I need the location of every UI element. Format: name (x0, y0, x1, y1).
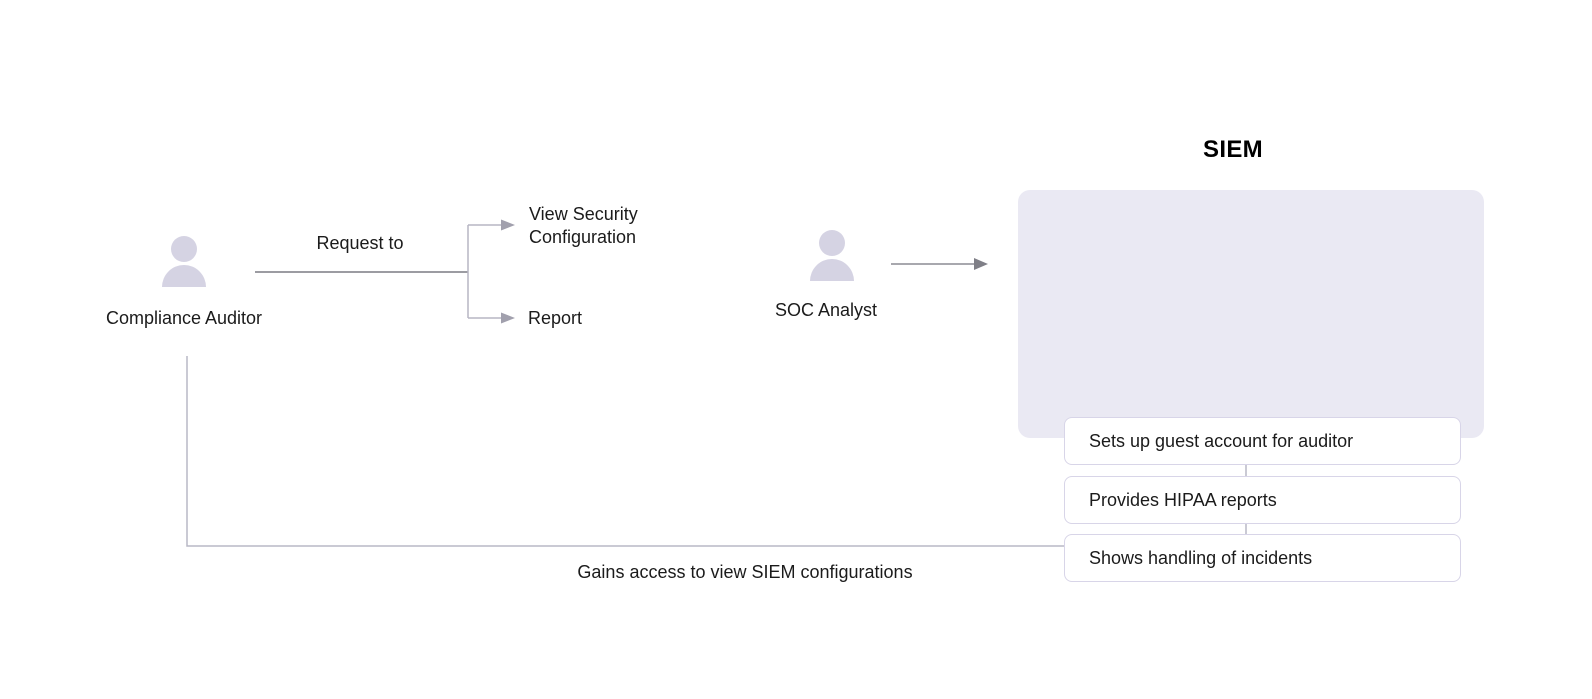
compliance-auditor-icon (161, 236, 207, 287)
compliance-auditor-label: Compliance Auditor (105, 308, 263, 328)
branch-bracket-line (467, 224, 501, 319)
person-head-icon (171, 236, 197, 262)
soc-analyst-label: SOC Analyst (774, 300, 878, 320)
arrowhead-right-icon (974, 258, 988, 270)
person-body-icon (810, 259, 854, 281)
branch-target-view-security-configuration: View Security Configuration (529, 204, 638, 247)
gains-access-edge-label: Gains access to view SIEM configurations (577, 562, 913, 582)
siem-title: SIEM (1203, 136, 1263, 163)
siem-container: Sets up guest account for auditor Provid… (1018, 190, 1484, 582)
person-body-icon (162, 265, 206, 287)
siem-capability-card: Shows handling of incidents (1064, 534, 1461, 582)
siem-capability-card: Provides HIPAA reports (1064, 476, 1461, 524)
request-edge-label: Request to (316, 233, 404, 253)
person-head-icon (819, 230, 845, 256)
branch-target-report: Report (528, 308, 583, 328)
siem-capability-card: Sets up guest account for auditor (1064, 417, 1461, 465)
arrowhead-right-icon (501, 312, 515, 324)
soc-analyst-icon (809, 230, 855, 281)
arrowhead-right-icon (501, 219, 515, 231)
